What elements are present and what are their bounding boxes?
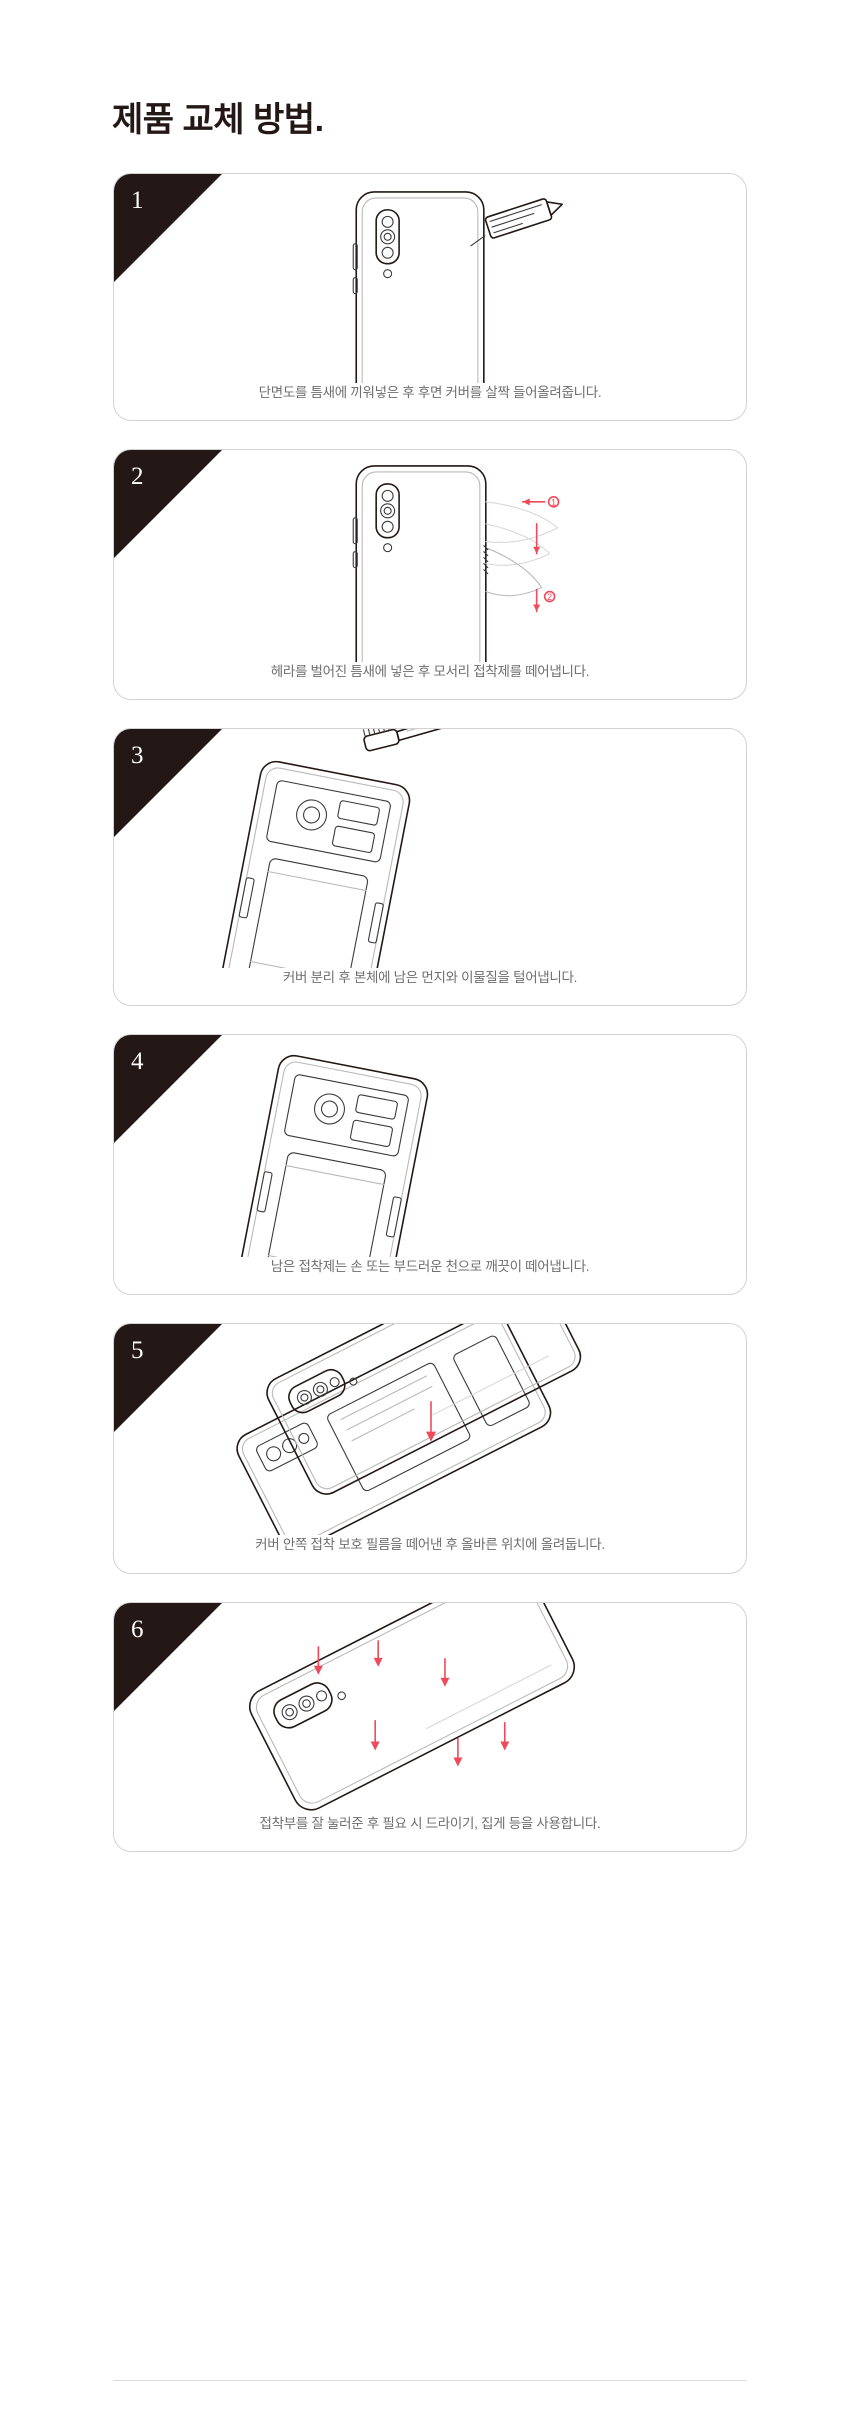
step-caption-3: 커버 분리 후 본체에 남은 먼지와 이물질을 털어냅니다.: [282, 970, 578, 986]
arrow-down: [426, 1400, 436, 1442]
arrow-down-6: [500, 1721, 510, 1751]
step-caption-2: 헤라를 벌어진 틈새에 넣은 후 모서리 접착제를 떼어냅니다.: [270, 663, 590, 679]
svg-text:1: 1: [551, 498, 556, 508]
title-section: 제품 교체 방법.: [0, 0, 860, 141]
step-caption-4: 남은 접착제는 손 또는 부드러운 천으로 깨끗이 떼어냅니다.: [270, 1258, 590, 1274]
step-figure-5: [114, 1323, 746, 1536]
arrow-down-2: [373, 1639, 383, 1667]
step-figure-3: [114, 728, 746, 969]
arrow-down-1: [313, 1645, 323, 1675]
step-caption-5: 커버 안쪽 접착 보호 필름을 떼어낸 후 올바른 위치에 올려둡니다.: [255, 1537, 605, 1553]
arrow-down-4: [370, 1719, 380, 1751]
step-figure-2: 1 2: [114, 450, 746, 662]
arrow-down-3: [440, 1657, 450, 1687]
arrow-2: 2: [533, 589, 556, 613]
arrow-2-vertical: [533, 523, 541, 555]
step-list: 1: [0, 172, 860, 1853]
step-caption-6: 접착부를 잘 눌러준 후 필요 시 드라이기, 집게 등을 사용합니다.: [259, 1815, 601, 1831]
step-card-5: 5: [113, 1322, 747, 1574]
step-figure-1: [114, 174, 746, 384]
step-card-1: 1: [113, 172, 747, 422]
step-card-4: 4: [113, 1034, 747, 1295]
bottom-divider: [113, 2380, 747, 2381]
step-card-6: 6: [113, 1601, 747, 1853]
arrow-1: 1: [521, 496, 560, 508]
svg-text:2: 2: [547, 592, 552, 602]
press-arrows: [313, 1639, 510, 1767]
step-caption-1: 단면도를 틈새에 끼워넣은 후 후면 커버를 살짝 들어올려줍니다.: [258, 385, 602, 401]
step-figure-6: [114, 1602, 746, 1814]
page-title: 제품 교체 방법.: [112, 101, 324, 139]
arrow-down-5: [453, 1737, 463, 1767]
step-card-3: 3: [113, 727, 747, 1007]
step-card-2: 2: [113, 449, 747, 700]
step-figure-4: [114, 1035, 746, 1257]
